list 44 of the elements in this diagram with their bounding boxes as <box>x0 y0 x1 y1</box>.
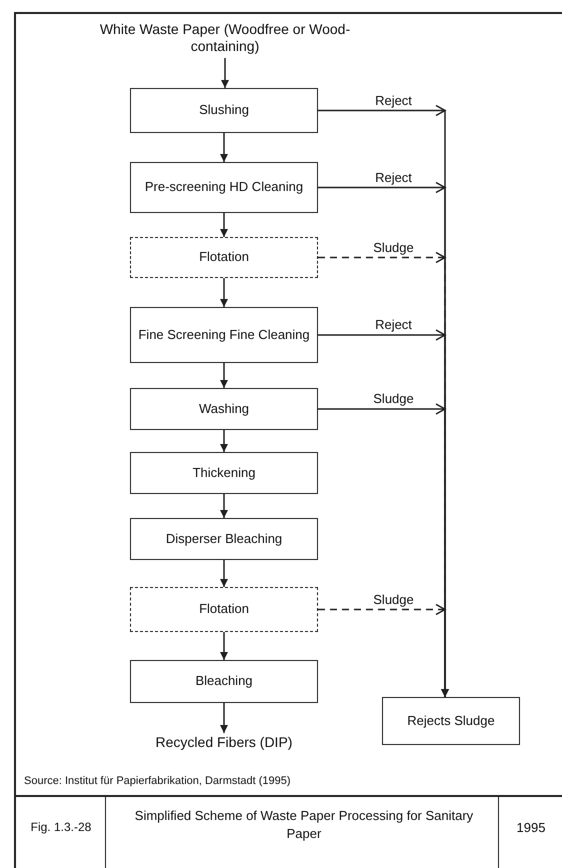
process-box <box>130 518 318 560</box>
process-label: Flotation <box>198 601 250 618</box>
arrow <box>220 494 228 518</box>
edge-label: Reject <box>373 92 414 108</box>
arrow <box>220 632 228 660</box>
arrow <box>318 604 449 697</box>
arrow <box>220 133 228 162</box>
process-box <box>130 388 318 430</box>
year-label: 1995 <box>516 819 546 837</box>
edge-label: Reject <box>373 317 414 332</box>
arrow <box>220 430 228 452</box>
arrow <box>220 703 228 733</box>
process-label: Slushing <box>198 102 250 119</box>
arrow <box>220 560 228 587</box>
flow-text: Recycled Fibers (DIP) <box>154 734 294 752</box>
process-label: Thickening <box>192 464 256 482</box>
process-label: Pre-screening HD Cleaning <box>144 179 304 196</box>
arrow <box>221 58 229 88</box>
arrow <box>220 213 228 237</box>
process-box <box>130 162 318 213</box>
arrow <box>220 363 228 388</box>
process-label: Flotation <box>198 249 250 266</box>
process-label: Disperser Bleaching <box>164 530 284 548</box>
flow-text: White Waste Paper (Woodfree or Wood-containing) <box>98 20 352 56</box>
diagram-title: Simplified Scheme of Waste Paper Processing for Sanitary Paper <box>134 807 474 842</box>
process-label: Rejects Sludge <box>406 712 496 730</box>
edge-label: Sludge <box>371 240 416 254</box>
process-box <box>130 587 318 632</box>
process-box <box>130 88 318 133</box>
edge-label: Sludge <box>371 391 416 406</box>
process-box <box>130 237 318 278</box>
process-box <box>130 307 318 363</box>
arrow <box>318 403 449 697</box>
process-box <box>382 697 520 745</box>
process-label: Fine Screening Fine Cleaning <box>137 326 311 344</box>
edge-label: Sludge <box>371 592 416 606</box>
figure-number: Fig. 1.3.-28 <box>30 819 92 836</box>
arrow <box>220 278 228 307</box>
process-label: Washing <box>198 400 250 418</box>
edge-label: Reject <box>373 170 414 184</box>
process-box <box>130 452 318 494</box>
source-note: Source: Institut für Papierfabrikation, Darmstadt (1995) <box>24 775 291 787</box>
process-box <box>130 660 318 703</box>
process-label: Bleaching <box>194 673 254 690</box>
